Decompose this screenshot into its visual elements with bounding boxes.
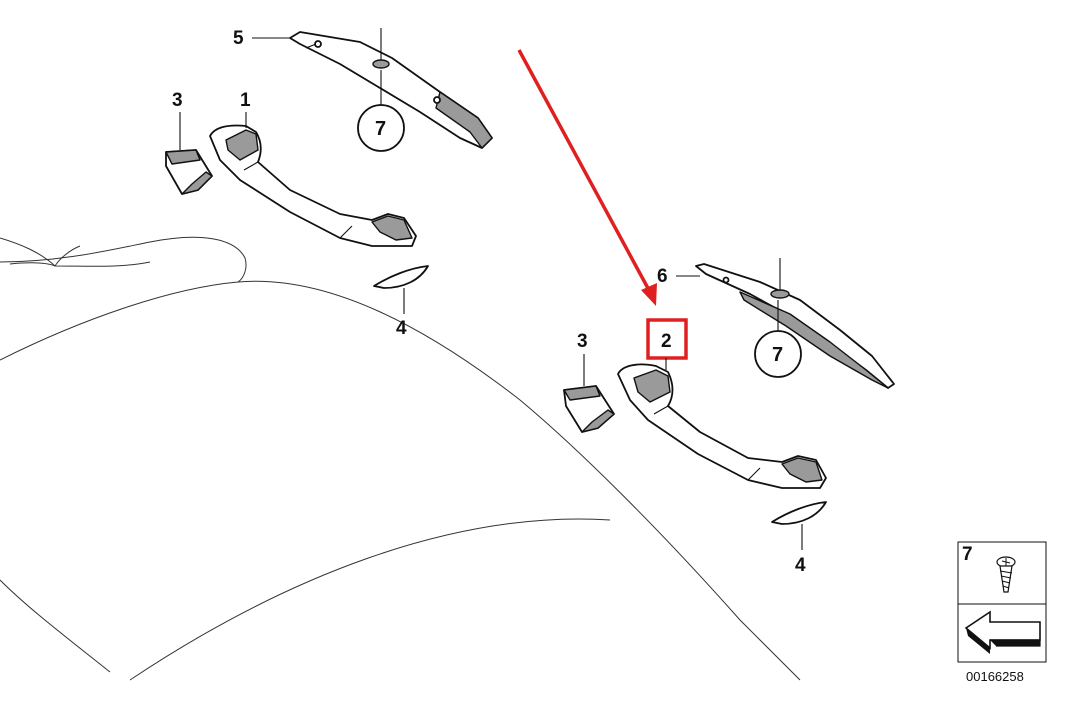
screw-icon (996, 556, 1016, 593)
roof-outline (0, 236, 801, 681)
clip-front (373, 265, 429, 289)
direction-arrow-icon (964, 610, 1041, 654)
callout-clip-front: 4 (396, 318, 407, 339)
callout-cap-rear: 3 (577, 331, 588, 352)
cap-front (165, 149, 213, 195)
legend-part-number: 7 (962, 544, 973, 565)
callout-handle-rear: 2 (661, 331, 672, 352)
callout-cap-front: 3 (172, 90, 183, 111)
legend-diagram-code: 00166258 (966, 669, 1024, 684)
bracket-front (289, 28, 493, 149)
callout-handle-front: 1 (240, 90, 251, 111)
handle-rear (617, 363, 827, 489)
clip-rear (771, 501, 827, 525)
callout-bracket-rear: 6 (657, 266, 668, 287)
highlight-box (646, 318, 688, 360)
callout-screw-rear: 7 (772, 344, 783, 366)
bracket-rear (695, 258, 895, 389)
callout-screw-front: 7 (375, 118, 386, 140)
pointer-arrow (517, 49, 657, 306)
cap-rear (563, 385, 615, 433)
legend-box: 7 00166258 (957, 541, 1047, 684)
handle-front (209, 124, 417, 247)
callout-bracket-front: 5 (233, 28, 244, 49)
callout-clip-rear: 4 (795, 555, 806, 576)
